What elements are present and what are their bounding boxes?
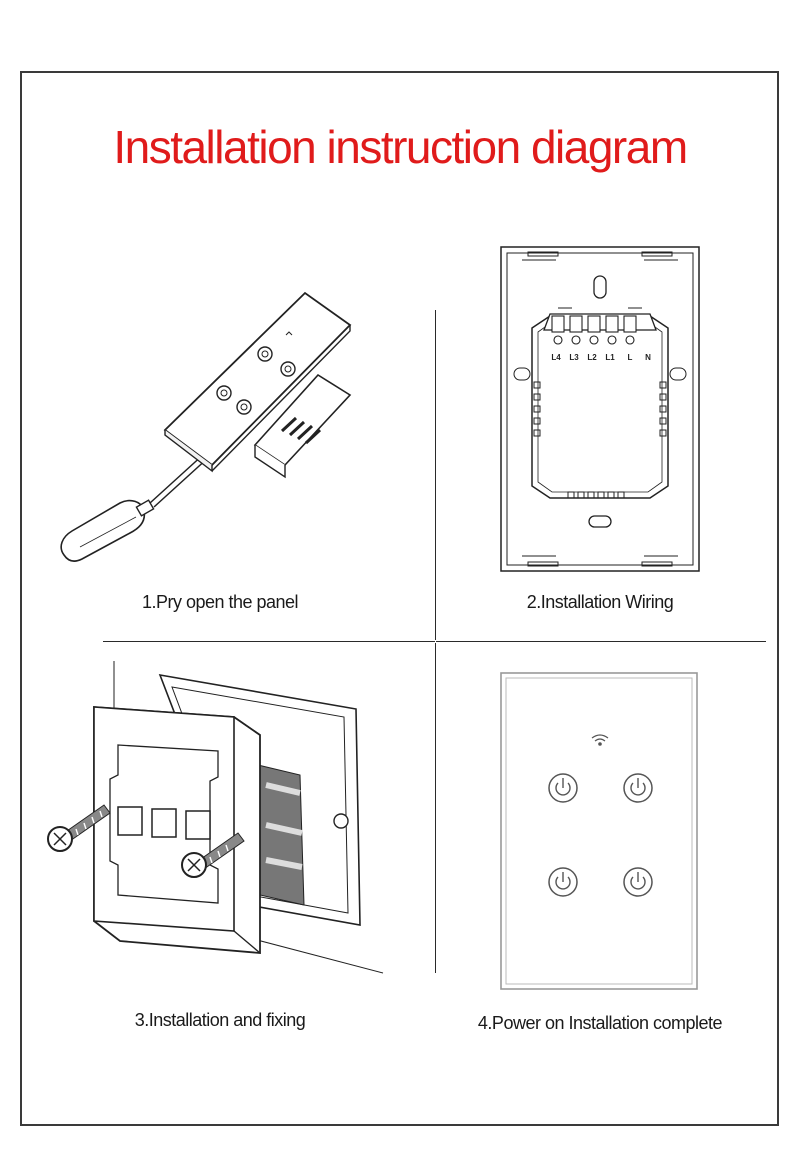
horizontal-divider-left: [103, 641, 435, 642]
power-icon[interactable]: [548, 773, 578, 803]
finished-panel-illustration: [500, 672, 698, 990]
vertical-divider-bottom: [435, 643, 436, 973]
terminal-label: L2: [587, 353, 597, 362]
terminal-label: L3: [569, 353, 579, 362]
step-3-caption: 3.Installation and fixing: [134, 1010, 306, 1030]
fixing-illustration: [47, 661, 384, 974]
wiring-backplate-illustration: L4 L3 L2 L1 L N: [500, 246, 700, 572]
vertical-divider-top: [435, 310, 436, 640]
horizontal-divider-right: [436, 641, 766, 642]
power-icon[interactable]: [548, 867, 578, 897]
power-icon[interactable]: [623, 773, 653, 803]
terminal-label: L: [628, 353, 633, 362]
terminal-label: L4: [551, 353, 561, 362]
step-4-caption: 4.Power on Installation complete: [477, 1013, 723, 1033]
power-icon[interactable]: [623, 867, 653, 897]
page-border: [20, 71, 779, 1126]
terminal-label: N: [645, 353, 651, 362]
wifi-icon: [591, 734, 609, 746]
step-1-caption: 1.Pry open the panel: [141, 592, 299, 612]
step-2-caption: 2.Installation Wiring: [526, 592, 674, 612]
page-title: Installation instruction diagram: [113, 121, 688, 173]
terminal-label: L1: [605, 353, 615, 362]
pry-panel-illustration: [60, 291, 352, 562]
